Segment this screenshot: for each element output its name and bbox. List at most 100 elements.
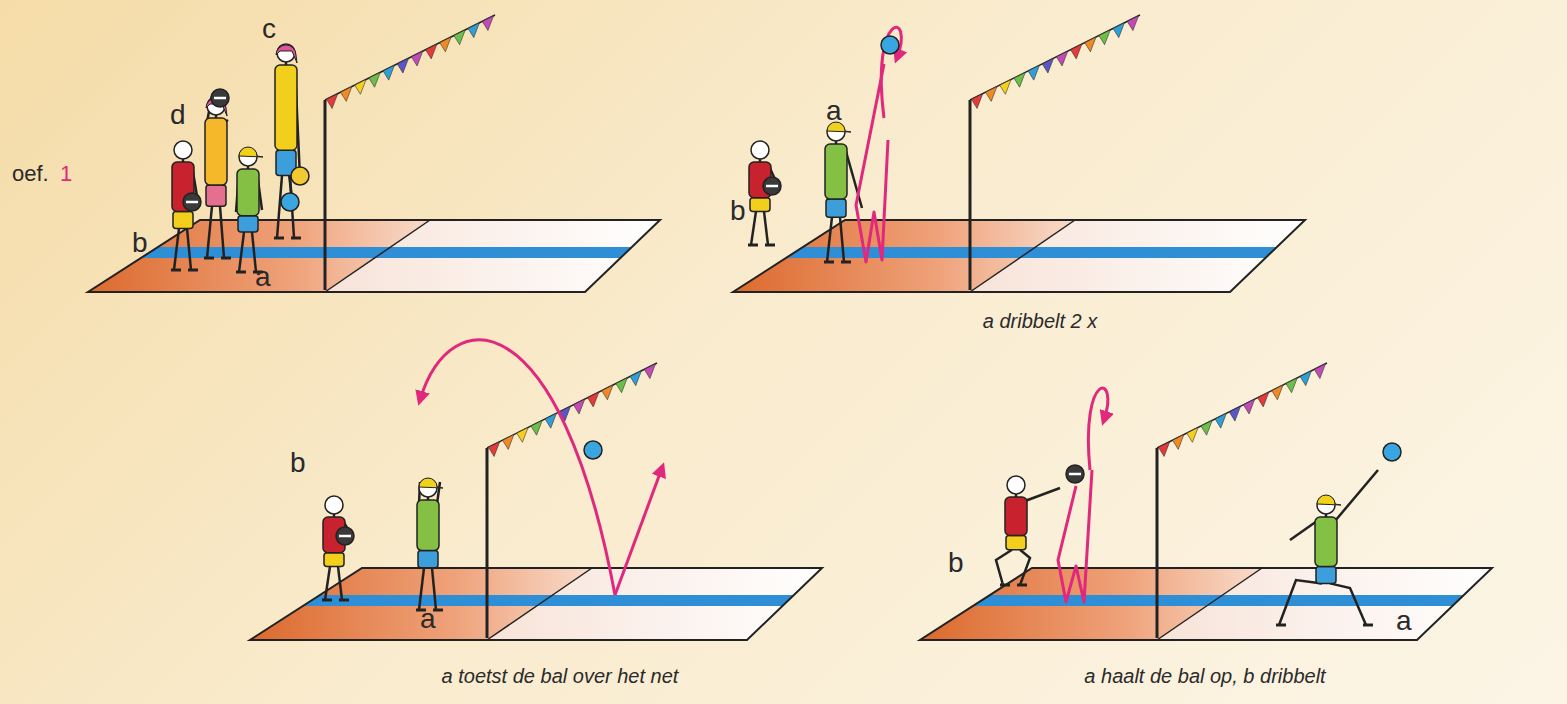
leg bbox=[751, 211, 756, 245]
shorts bbox=[206, 185, 226, 206]
bunting-flag bbox=[1113, 23, 1124, 38]
bunting-flag bbox=[1158, 442, 1169, 457]
centre-line bbox=[487, 568, 592, 640]
ball bbox=[336, 527, 354, 545]
bunting-flag bbox=[1042, 58, 1053, 73]
head bbox=[174, 141, 192, 159]
shirt bbox=[1005, 497, 1027, 536]
court bbox=[250, 363, 822, 640]
bunting-flag bbox=[440, 37, 451, 52]
foot bbox=[1276, 624, 1286, 627]
ball bbox=[763, 177, 781, 195]
player-letter: b bbox=[132, 228, 148, 259]
centre-line bbox=[1157, 568, 1262, 640]
bunting-flag bbox=[383, 65, 394, 80]
ball bbox=[291, 167, 309, 185]
bunting-flag bbox=[602, 385, 613, 400]
bunting-flag bbox=[355, 79, 366, 94]
player-figure bbox=[274, 44, 301, 238]
ball bbox=[1383, 443, 1401, 461]
court-outline bbox=[88, 220, 660, 292]
bunting-flag bbox=[986, 87, 997, 102]
ball bbox=[183, 193, 201, 211]
hair bbox=[276, 45, 297, 63]
player-letter: a bbox=[826, 96, 842, 127]
foot bbox=[291, 237, 301, 240]
illustration-part bbox=[1066, 465, 1084, 483]
foot bbox=[204, 257, 214, 260]
illustration-part bbox=[1069, 473, 1081, 476]
foot bbox=[765, 244, 775, 247]
bunting-flag bbox=[588, 392, 599, 407]
bunting-flag bbox=[1071, 44, 1082, 59]
bunting-flag bbox=[1215, 413, 1226, 428]
bunting-flag bbox=[341, 87, 352, 102]
blue-line bbox=[141, 247, 632, 258]
ball bbox=[1066, 465, 1084, 483]
head bbox=[325, 496, 343, 514]
shorts bbox=[1316, 567, 1336, 584]
shorts bbox=[826, 199, 846, 217]
player-figure bbox=[204, 96, 231, 258]
bunting-flag bbox=[468, 23, 479, 38]
bunting-flag bbox=[517, 427, 528, 442]
bunting-flag bbox=[1056, 51, 1067, 66]
leg bbox=[338, 566, 342, 600]
foot bbox=[748, 244, 758, 247]
leg bbox=[1330, 583, 1366, 625]
foot bbox=[171, 269, 181, 272]
illustration-part bbox=[336, 527, 354, 545]
bunting-flag bbox=[1127, 16, 1138, 31]
court bbox=[733, 15, 1305, 292]
bunting-flag bbox=[1286, 378, 1297, 393]
bunting-flag bbox=[630, 371, 641, 386]
player-letter: a bbox=[1396, 606, 1412, 637]
leg bbox=[1279, 580, 1322, 625]
leg bbox=[277, 176, 282, 238]
step-caption: a haalt de bal op, b dribbelt bbox=[1084, 665, 1325, 687]
player-letter: b bbox=[730, 196, 746, 227]
shorts bbox=[750, 198, 770, 212]
foot bbox=[236, 271, 246, 274]
blue-line bbox=[973, 595, 1464, 606]
player-figure bbox=[322, 496, 352, 600]
illustration-part bbox=[584, 441, 602, 459]
bunting-flag bbox=[488, 442, 499, 457]
head bbox=[1007, 476, 1025, 494]
net-post bbox=[486, 448, 489, 638]
court-outline bbox=[733, 220, 1305, 292]
foot bbox=[322, 599, 332, 602]
foot bbox=[1000, 584, 1010, 587]
bunting-flag bbox=[426, 44, 437, 59]
foot bbox=[188, 269, 198, 272]
foot bbox=[1017, 584, 1027, 587]
player-figure bbox=[824, 122, 862, 262]
illustration-part bbox=[281, 193, 299, 211]
ball bbox=[881, 36, 899, 54]
ball-trajectory bbox=[1058, 470, 1092, 602]
court bbox=[88, 15, 660, 292]
shirt bbox=[1315, 517, 1337, 567]
bunting-flag bbox=[616, 378, 627, 393]
bunting-flag bbox=[1201, 420, 1212, 435]
bunting-flag bbox=[326, 94, 337, 109]
foot bbox=[274, 237, 284, 240]
foot bbox=[339, 599, 349, 602]
bunting-flag bbox=[482, 16, 493, 31]
court-outline bbox=[250, 568, 822, 640]
ball-trajectory bbox=[420, 340, 615, 595]
shorts bbox=[324, 553, 344, 567]
player-figure bbox=[236, 147, 263, 272]
illustration-part bbox=[214, 97, 226, 100]
cap bbox=[239, 147, 263, 157]
foot bbox=[841, 261, 851, 264]
leg bbox=[239, 232, 244, 272]
leg bbox=[220, 206, 224, 258]
ball bbox=[584, 441, 602, 459]
bunting-flag bbox=[1229, 406, 1240, 421]
illustration-part bbox=[1383, 443, 1401, 461]
bunting-flag bbox=[644, 364, 655, 379]
net-post bbox=[1156, 448, 1159, 638]
bunting-flag bbox=[573, 399, 584, 414]
